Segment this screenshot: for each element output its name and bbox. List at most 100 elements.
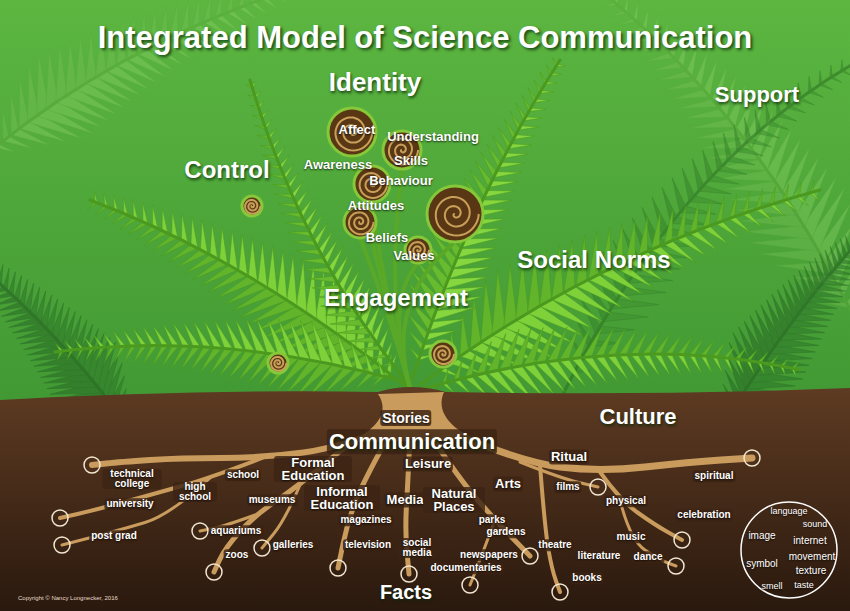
circle-outline [741, 502, 837, 598]
channel-label: theatre [536, 539, 573, 551]
fern-leaflet [457, 248, 496, 258]
fiddlehead-spiral [271, 357, 286, 371]
fern-stem [420, 354, 800, 390]
sense-word: sound [803, 520, 828, 530]
channel-label: films [554, 481, 581, 493]
root-layer [52, 420, 760, 600]
channel-label: books [570, 572, 603, 584]
category-label: Ritual [549, 450, 589, 465]
category-label: Natural Places [423, 487, 485, 513]
fern-leaflet [115, 346, 126, 362]
fern-frond [420, 327, 800, 401]
fern-leaflet [296, 260, 307, 314]
fern-leaflet [268, 246, 278, 294]
fern-leaflet [666, 334, 682, 354]
category-label: Skills [394, 154, 428, 169]
fern-leaflet [448, 267, 490, 279]
category-label: Informal Education [304, 485, 380, 511]
root [600, 472, 682, 540]
fern-leaflet [453, 257, 494, 268]
root-tip [674, 532, 690, 548]
fern-leaflet [504, 264, 517, 328]
sense-word: language [770, 507, 807, 517]
sense-word: smell [761, 582, 782, 592]
root [60, 458, 262, 518]
channel-label: magazines [338, 514, 393, 526]
diagram-title: Integrated Model of Science Communicatio… [98, 20, 753, 56]
root-tip [330, 560, 346, 576]
fern-leaflet [479, 200, 511, 207]
channel-label: technical college [103, 469, 162, 489]
category-label: Leisure [403, 457, 453, 472]
fern-stem [412, 60, 560, 380]
fiddlehead-stem [399, 263, 418, 388]
channel-label: museums [247, 494, 298, 506]
fiddlehead-spiral [245, 200, 260, 214]
channel-label: spiritual [693, 470, 736, 482]
fern-leaflet [262, 0, 279, 10]
fern-leaflet [429, 319, 466, 331]
fern-leaflet [651, 212, 660, 250]
fiddlehead-stem [403, 242, 455, 388]
concept-label: Communication [327, 429, 497, 454]
fern-leaflet [143, 327, 157, 346]
root-tip [552, 584, 568, 600]
category-label: Attitudes [348, 199, 404, 214]
fern-frond [55, 319, 405, 396]
soil-ground [0, 387, 850, 611]
category-label: Understanding [387, 130, 479, 145]
concept-label: Facts [380, 581, 432, 604]
root-tip [744, 450, 760, 466]
fern-leaflet [124, 346, 136, 363]
category-label: Behaviour [369, 174, 433, 189]
category-label: Beliefs [366, 231, 409, 246]
concept-label: Support [715, 82, 799, 107]
fern-layer [0, 0, 850, 430]
fern-leaflet [712, 357, 722, 374]
fern-leaflet [105, 347, 115, 362]
fern-leaflet [701, 356, 713, 374]
fern-leaflet [274, 0, 289, 5]
fiddlehead-spiral [434, 346, 454, 364]
fern-frond [408, 57, 566, 380]
fern-leaflet [511, 366, 544, 398]
fern-leaflet [181, 214, 188, 244]
fern-leaflet [677, 336, 692, 355]
concept-label: Identity [329, 68, 421, 98]
fern-stem [55, 345, 405, 382]
root-tip [462, 577, 478, 593]
fern-leaflet [484, 191, 515, 198]
fern-leaflet [677, 206, 686, 239]
fern-leaflet [611, 299, 659, 309]
sense-word: internet [793, 535, 826, 546]
channel-label: school [225, 469, 261, 481]
fern-leaflet [492, 269, 506, 335]
channel-label: zoos [224, 549, 251, 561]
fern-leaflet [701, 340, 715, 356]
fern-leaflet [666, 354, 681, 375]
category-label: Stories [380, 410, 431, 426]
channel-label: literature [576, 550, 623, 562]
fern-leaflet [677, 354, 691, 374]
fiddlehead [427, 186, 483, 242]
fern-leaflet [113, 331, 125, 346]
root-tip [192, 523, 208, 539]
fern-leaflet [287, 255, 298, 307]
fiddlehead-spiral [436, 197, 479, 236]
root-tip [84, 457, 100, 473]
senses-circle: languagesoundimageinternetsymbolmovement… [739, 500, 839, 600]
fern-leaflet [75, 36, 86, 90]
root-tip [206, 564, 222, 580]
channel-label: music [615, 531, 648, 543]
fiddlehead [328, 108, 376, 156]
fern-leaflet [191, 217, 198, 249]
fern-leaflet [523, 364, 554, 395]
root-tip [590, 479, 606, 495]
fern-leaflet [133, 328, 147, 346]
channel-label: documentaries [428, 562, 503, 574]
fern-leaflet [489, 181, 518, 188]
fiddlehead [430, 341, 456, 367]
category-label: Awareness [304, 158, 372, 173]
fern-leaflet [690, 202, 699, 233]
fern-leaflet [470, 296, 481, 349]
